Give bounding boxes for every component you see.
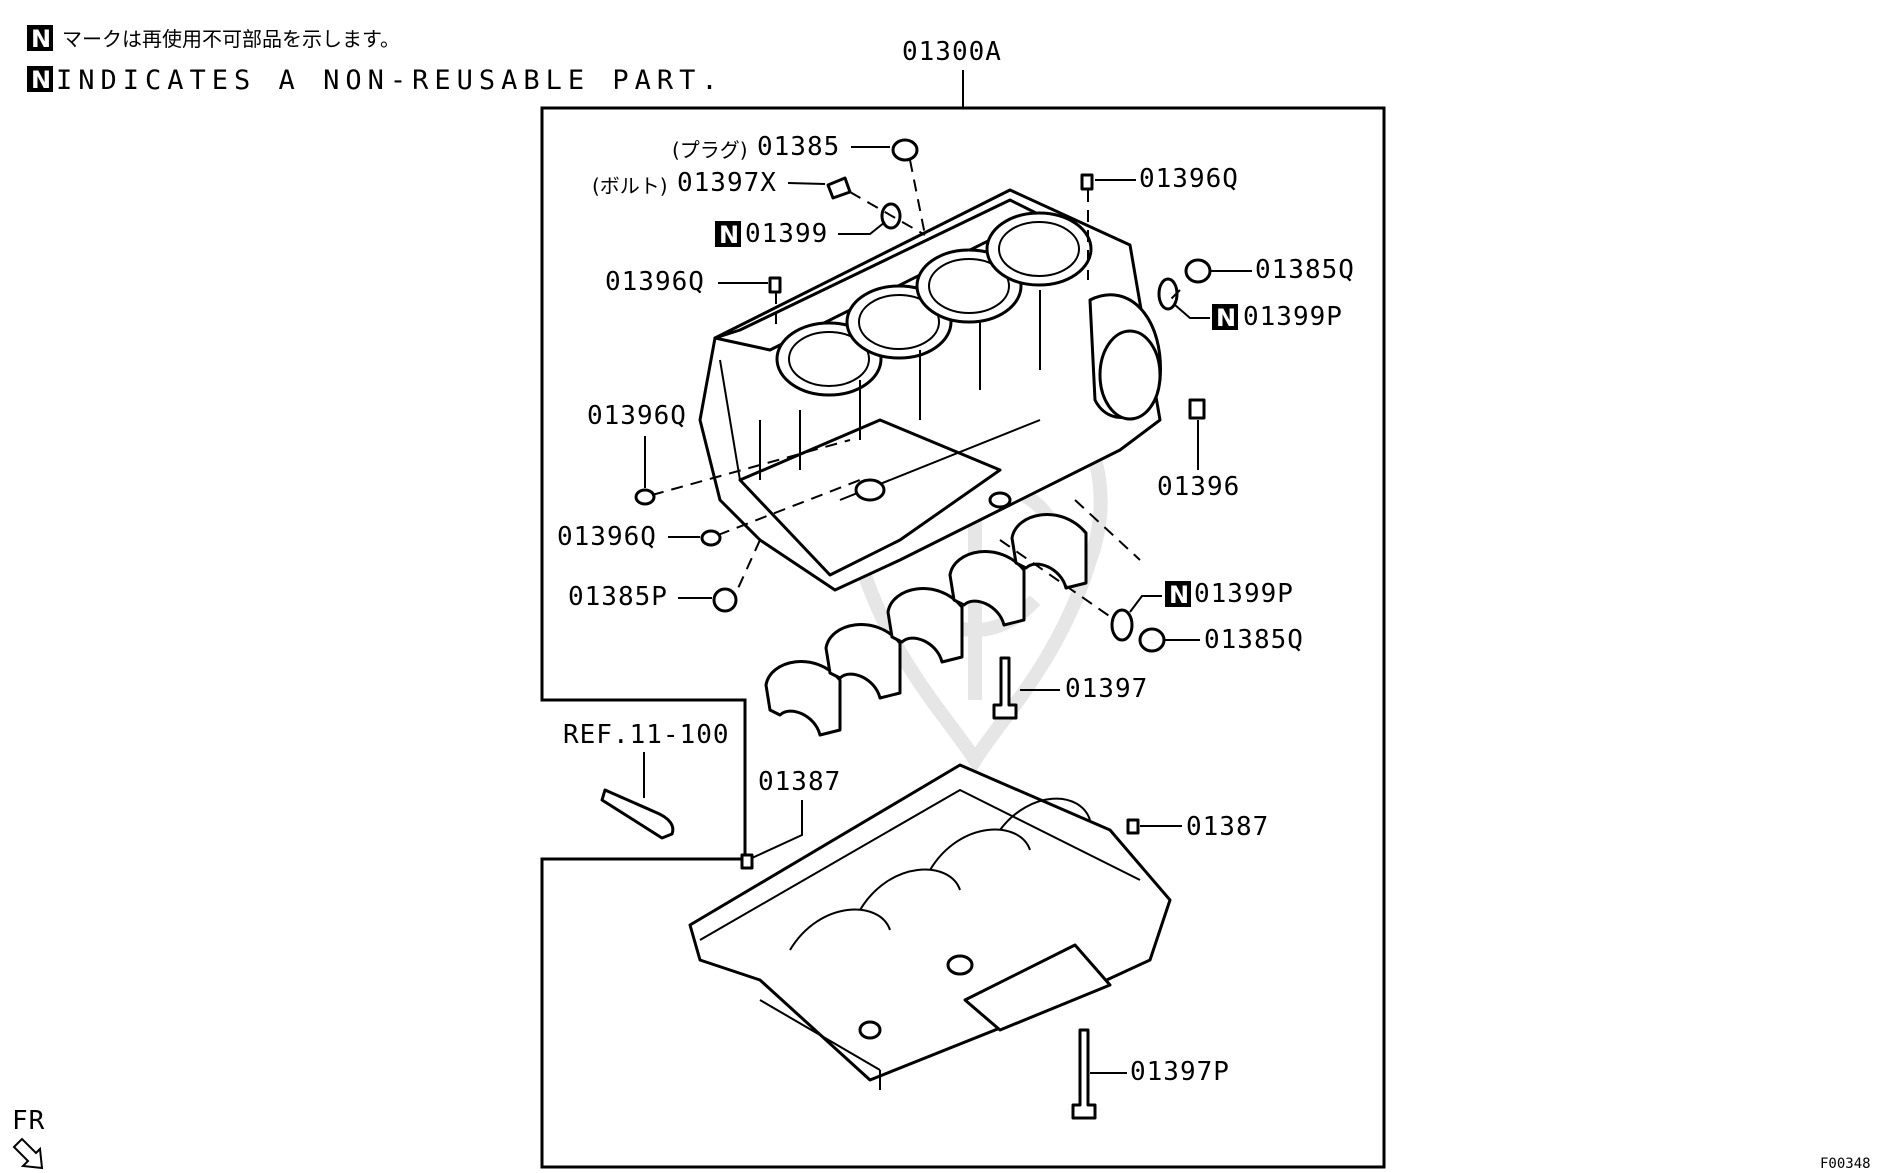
leader-line (1129, 595, 1162, 613)
front-direction-label: FR (12, 1106, 45, 1136)
leader-line (787, 182, 826, 185)
bolt-01397x (826, 176, 852, 200)
n-symbol-icon (715, 221, 741, 247)
callout-01399: 01399 (745, 219, 828, 249)
n-symbol-label: N (719, 221, 739, 249)
callout-01396q-side: 01396Q (587, 401, 687, 431)
cylinder-block-illustration (698, 188, 1162, 592)
legend-note-english: INDICATES A NON-REUSABLE PART. (56, 65, 724, 96)
leader-line (751, 800, 803, 859)
bolt-01397p (1071, 1028, 1097, 1120)
plug-01385p (712, 587, 738, 613)
callout-01385q-right: 01385Q (1255, 255, 1355, 285)
dowel-01387-right (1126, 818, 1140, 835)
bolt-01397 (992, 656, 1018, 720)
dowel-01396q-left (768, 276, 782, 294)
washer-01399p-right (1157, 277, 1179, 311)
dowel-01396q-low (700, 529, 722, 547)
sealant-tube-icon (600, 788, 675, 840)
callout-01397: 01397 (1065, 674, 1148, 704)
callouts: (プラグ) 01385 (ボルト) 01397X N 01399 01396Q … (557, 132, 1355, 1087)
callout-01387-right: 01387 (1186, 812, 1269, 842)
figure-code-label: F00348 (1820, 1156, 1871, 1172)
n-symbol-label: N (31, 25, 51, 53)
callout-01397p: 01397P (1130, 1057, 1230, 1087)
n-symbol-icon (1212, 304, 1238, 330)
n-symbol-label: N (1216, 304, 1236, 332)
callout-01397x: 01397X (677, 168, 777, 198)
plug-prefix-label: (プラグ) (672, 138, 748, 162)
legend: N マークは再使用不可部品を示します。 N INDICATES A NON-RE… (27, 25, 724, 96)
bolt-prefix-label: (ボルト) (592, 174, 668, 198)
n-symbol-icon (27, 25, 53, 51)
plug-01385q-right (1184, 258, 1212, 284)
callout-01387-left: 01387 (758, 767, 841, 797)
n-symbol-label: N (1169, 581, 1189, 609)
callout-01399p-low: 01399P (1194, 579, 1294, 609)
ref-11-100-label: REF.11-100 (563, 720, 730, 750)
callout-01396: 01396 (1157, 472, 1240, 502)
callout-01396q-low: 01396Q (557, 522, 657, 552)
callout-01385p: 01385P (568, 582, 668, 612)
n-symbol-icon (27, 66, 53, 92)
assembly-dashed-lines (651, 159, 1181, 621)
dowel-01396q-top (1080, 173, 1094, 191)
callout-01385: 01385 (757, 132, 840, 162)
plug-01385q-low (1138, 627, 1166, 653)
leader-line (838, 221, 886, 235)
callout-01396q-top: 01396Q (1139, 164, 1239, 194)
n-symbol-icon (1165, 581, 1191, 607)
front-direction-indicator: FR (12, 1106, 45, 1170)
plug-01385 (891, 138, 919, 162)
small-parts (600, 138, 1212, 1120)
ladder-frame-illustration (688, 763, 1172, 1090)
dowel-01387-left (740, 853, 754, 870)
main-bearing-caps-illustration (764, 513, 1088, 737)
legend-note-japanese: マークは再使用不可部品を示します。 (62, 27, 400, 51)
washer-01399p-low (1110, 608, 1134, 642)
n-symbol-label: N (31, 66, 51, 94)
front-arrow-icon (12, 1137, 44, 1170)
dowel-01396 (1188, 398, 1206, 420)
callout-01399p-right: 01399P (1243, 302, 1343, 332)
assembly-number-label: 01300A (902, 37, 1002, 67)
dowel-01396q-side (634, 488, 656, 506)
callout-01396q-left: 01396Q (605, 267, 705, 297)
leader-line (1174, 304, 1210, 319)
assembly-frame (540, 106, 1386, 1169)
callout-01385q-low: 01385Q (1204, 625, 1304, 655)
